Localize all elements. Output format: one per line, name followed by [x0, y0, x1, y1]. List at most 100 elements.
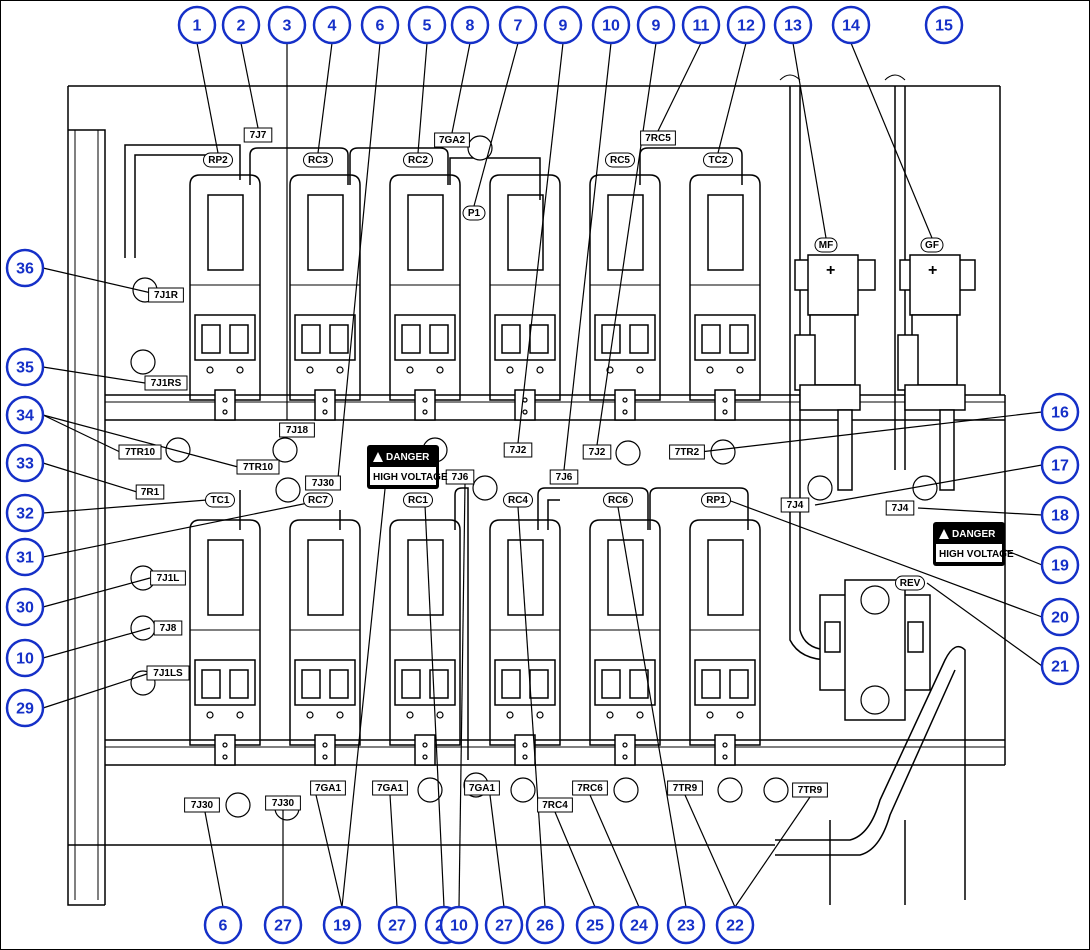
- leader-line-23: [42, 577, 151, 608]
- bottom-contactor-row: [189, 487, 761, 766]
- callout-top-5: 5: [407, 5, 447, 45]
- leader-line-29: [1004, 549, 1043, 566]
- svg-text:6: 6: [219, 918, 228, 935]
- svg-text:18: 18: [1051, 508, 1069, 525]
- svg-text:6: 6: [376, 18, 385, 35]
- svg-text:DANGER: DANGER: [386, 452, 430, 463]
- svg-text:5: 5: [423, 18, 432, 35]
- svg-text:RP1: RP1: [706, 495, 726, 506]
- leader-line-8: [473, 42, 519, 207]
- svg-text:7J6: 7J6: [556, 472, 573, 483]
- svg-text:7J1R: 7J1R: [154, 290, 179, 301]
- callout-bottom-22: 22: [715, 905, 755, 945]
- svg-text:10: 10: [16, 651, 34, 668]
- callout-left-32: 32: [5, 493, 45, 533]
- leader-line-42: [589, 794, 640, 908]
- leader-line-15: [850, 42, 933, 239]
- svg-text:7J6: 7J6: [452, 472, 469, 483]
- wire-tag-7j2: 7J2: [503, 442, 533, 458]
- callout-bottom-19: 19: [322, 905, 362, 945]
- contactor-tag-mf: MF: [814, 237, 838, 253]
- wire-tag-7tr2: 7TR2: [669, 444, 705, 460]
- svg-text:27: 27: [388, 918, 406, 935]
- wire-tag-7j2: 7J2: [582, 444, 612, 460]
- svg-text:10: 10: [450, 918, 468, 935]
- svg-text:35: 35: [16, 360, 34, 377]
- leader-line-18: [42, 414, 121, 453]
- leader-line-27: [814, 464, 1043, 506]
- svg-text:RC3: RC3: [308, 155, 328, 166]
- svg-text:RC6: RC6: [608, 495, 628, 506]
- leader-line-32: [204, 811, 224, 908]
- callout-top-9: 9: [636, 5, 676, 45]
- svg-text:7J8: 7J8: [160, 623, 177, 634]
- field-contactors: + +: [794, 254, 976, 721]
- leader-line-19: [42, 414, 239, 468]
- svg-text:7J2: 7J2: [510, 445, 527, 456]
- leader-line-21: [42, 499, 208, 514]
- svg-text:3: 3: [283, 18, 292, 35]
- leader-lines: [42, 42, 1043, 908]
- svg-text:7GA1: 7GA1: [469, 783, 496, 794]
- svg-text:34: 34: [16, 408, 34, 425]
- svg-text:12: 12: [737, 18, 755, 35]
- wire-tag-7rc5: 7RC5: [640, 130, 676, 146]
- svg-text:GF: GF: [925, 240, 939, 251]
- wire-tag-7j1r: 7J1R: [148, 287, 184, 303]
- leader-line-1: [196, 42, 219, 154]
- wire-tag-7j1ls: 7J1LS: [146, 665, 190, 681]
- leader-line-28: [917, 507, 1043, 516]
- svg-text:RC7: RC7: [308, 495, 328, 506]
- contactor-tag-rp1: RP1: [701, 492, 731, 508]
- svg-text:4: 4: [328, 18, 337, 35]
- svg-text:7R1: 7R1: [141, 487, 160, 498]
- wire-tag-7j8: 7J8: [153, 620, 183, 636]
- top-contactor-row: [189, 147, 761, 421]
- hole-22: [807, 475, 833, 501]
- wire-tag-7tr10: 7TR10: [118, 444, 162, 460]
- callout-right-19: 19: [1040, 545, 1080, 585]
- wire-tag-7j6: 7J6: [445, 469, 475, 485]
- panel-structure: [67, 74, 1006, 906]
- leader-line-44: [684, 794, 736, 908]
- leader-line-10: [563, 42, 612, 471]
- leader-line-14: [792, 42, 827, 239]
- leader-line-40: [517, 506, 546, 908]
- bottom-contactor-2: [289, 519, 361, 766]
- callout-bottom-27: 27: [263, 905, 303, 945]
- callout-bottom-26: 26: [525, 905, 565, 945]
- svg-text:7J30: 7J30: [191, 800, 214, 811]
- callout-right-18: 18: [1040, 495, 1080, 535]
- svg-text:7J4: 7J4: [787, 500, 804, 511]
- callout-bottom-27: 27: [377, 905, 417, 945]
- svg-text:29: 29: [16, 701, 34, 718]
- svg-text:7GA2: 7GA2: [439, 135, 466, 146]
- callout-top-4: 4: [312, 5, 352, 45]
- leader-line-45: [734, 796, 811, 908]
- callout-bottom-10: 10: [439, 905, 479, 945]
- svg-text:13: 13: [784, 18, 802, 35]
- svg-text:7TR9: 7TR9: [798, 785, 823, 796]
- svg-text:25: 25: [586, 918, 604, 935]
- wire-tag-7r1: 7R1: [135, 484, 165, 500]
- wire-tag-7j30: 7J30: [265, 795, 301, 811]
- svg-text:RC5: RC5: [610, 155, 630, 166]
- svg-text:27: 27: [274, 918, 292, 935]
- callout-top-1: 1: [177, 5, 217, 45]
- svg-text:32: 32: [16, 506, 34, 523]
- wire-tag-7j6: 7J6: [549, 469, 579, 485]
- callout-bottom-24: 24: [619, 905, 659, 945]
- callout-top-13: 13: [773, 5, 813, 45]
- svg-text:RP2: RP2: [208, 155, 228, 166]
- callout-left-34: 34: [5, 395, 45, 435]
- callout-top-2: 2: [221, 5, 261, 45]
- wire-tag-7ga2: 7GA2: [434, 132, 470, 148]
- contactor-tag-tc2: TC2: [703, 152, 733, 168]
- svg-text:24: 24: [630, 918, 648, 935]
- svg-text:MF: MF: [819, 240, 833, 251]
- svg-text:+: +: [928, 262, 937, 279]
- svg-text:7RC6: 7RC6: [577, 783, 603, 794]
- hole-3: [165, 437, 191, 463]
